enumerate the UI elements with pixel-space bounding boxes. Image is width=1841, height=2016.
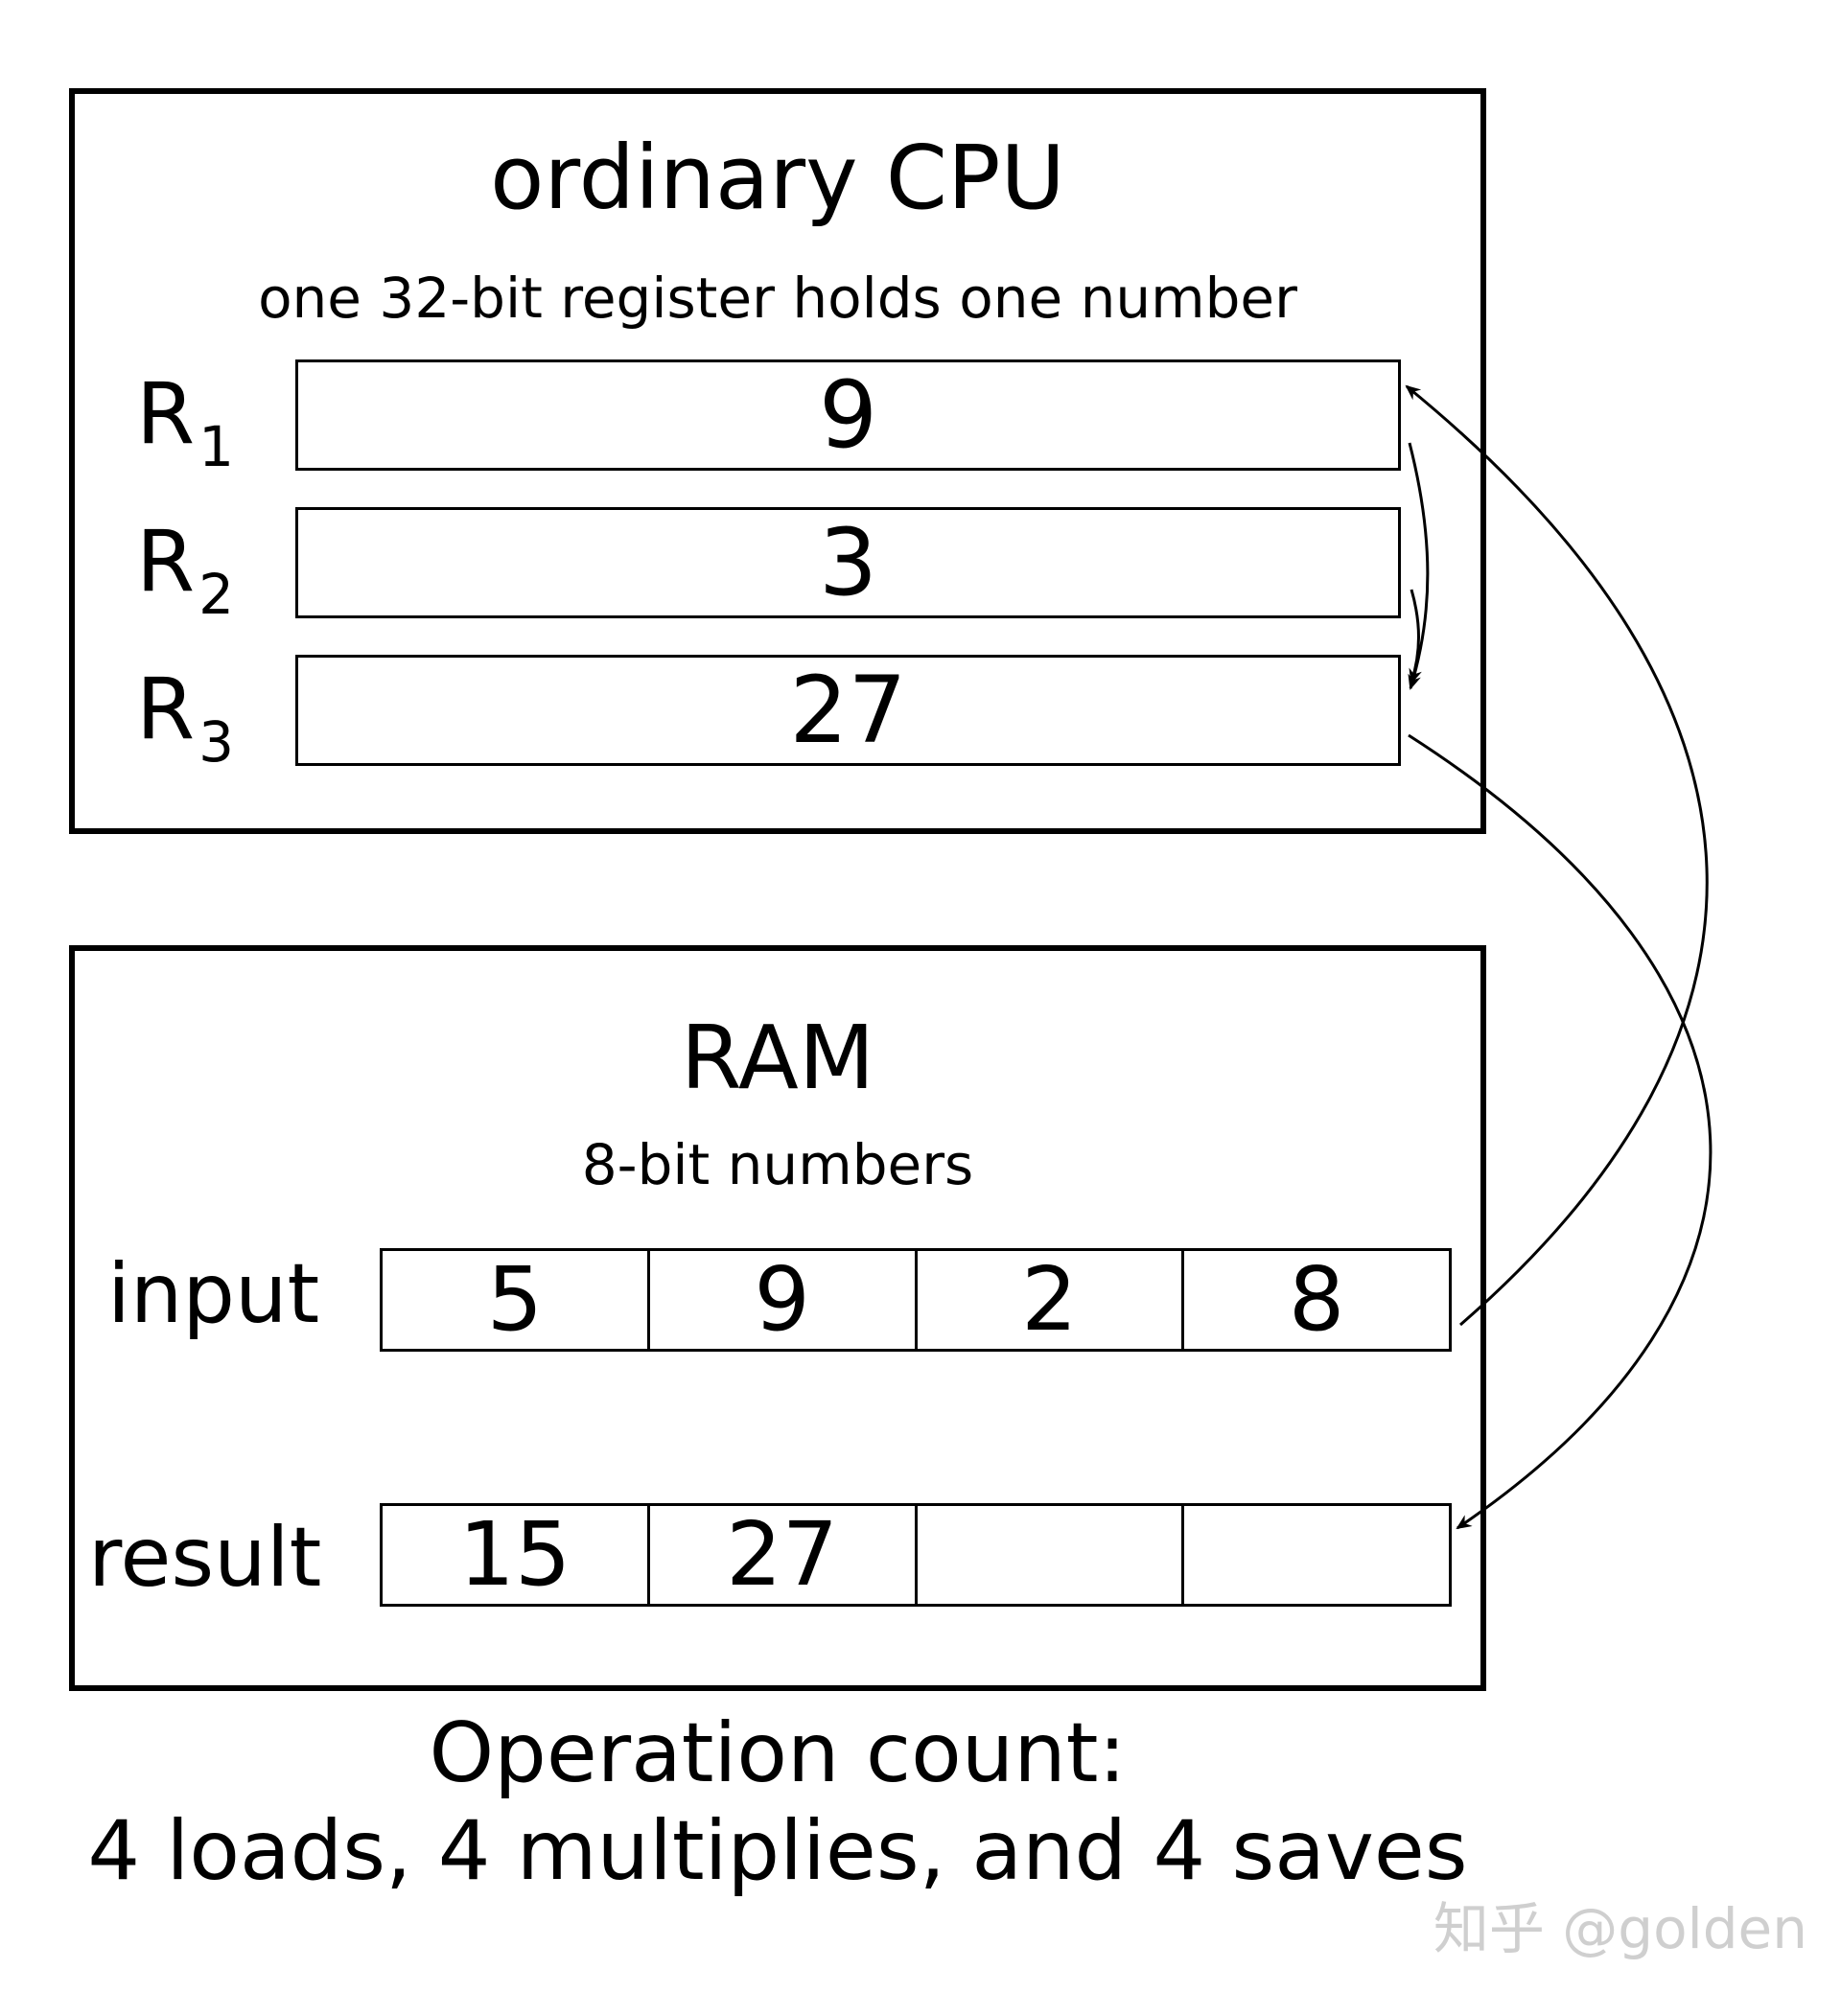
register-index: 3 [198, 709, 235, 775]
register-label-r2: R2 [136, 520, 234, 623]
register-name: R [136, 364, 196, 463]
register-r1: 9 [295, 359, 1401, 471]
register-name: R [136, 660, 196, 758]
input-label: input [107, 1246, 320, 1342]
result-row: 15 27 [380, 1503, 1452, 1607]
register-index: 1 [198, 414, 235, 479]
ram-title: RAM [680, 1007, 875, 1109]
operation-count-heading: Operation count: [429, 1705, 1127, 1801]
result-cell [914, 1506, 1182, 1604]
cpu-subtitle: one 32-bit register holds one number [258, 266, 1297, 331]
input-cell: 5 [486, 1248, 544, 1351]
input-row: 5 9 2 8 [380, 1248, 1452, 1352]
ram-panel [69, 945, 1486, 1691]
register-value: 27 [789, 657, 907, 764]
register-index: 2 [198, 562, 235, 627]
register-value: 3 [818, 509, 878, 616]
register-label-r3: R3 [136, 667, 234, 771]
cpu-panel [69, 88, 1486, 834]
input-cell: 9 [646, 1251, 915, 1349]
input-cell: 2 [914, 1251, 1182, 1349]
register-name: R [136, 512, 196, 611]
register-label-r1: R1 [136, 372, 234, 475]
cpu-title: ordinary CPU [490, 127, 1065, 229]
register-r2: 3 [295, 507, 1401, 618]
result-cell [1181, 1506, 1449, 1604]
register-r3: 27 [295, 655, 1401, 766]
register-value: 9 [818, 361, 878, 469]
input-cell: 8 [1181, 1251, 1449, 1349]
result-cell: 27 [646, 1506, 915, 1604]
result-cell: 15 [458, 1503, 571, 1606]
result-label: result [88, 1510, 322, 1606]
watermark: 知乎 @golden [1433, 1896, 1807, 1961]
operation-count-summary: 4 loads, 4 multiplies, and 4 saves [87, 1803, 1468, 1899]
ram-subtitle: 8-bit numbers [581, 1132, 974, 1197]
